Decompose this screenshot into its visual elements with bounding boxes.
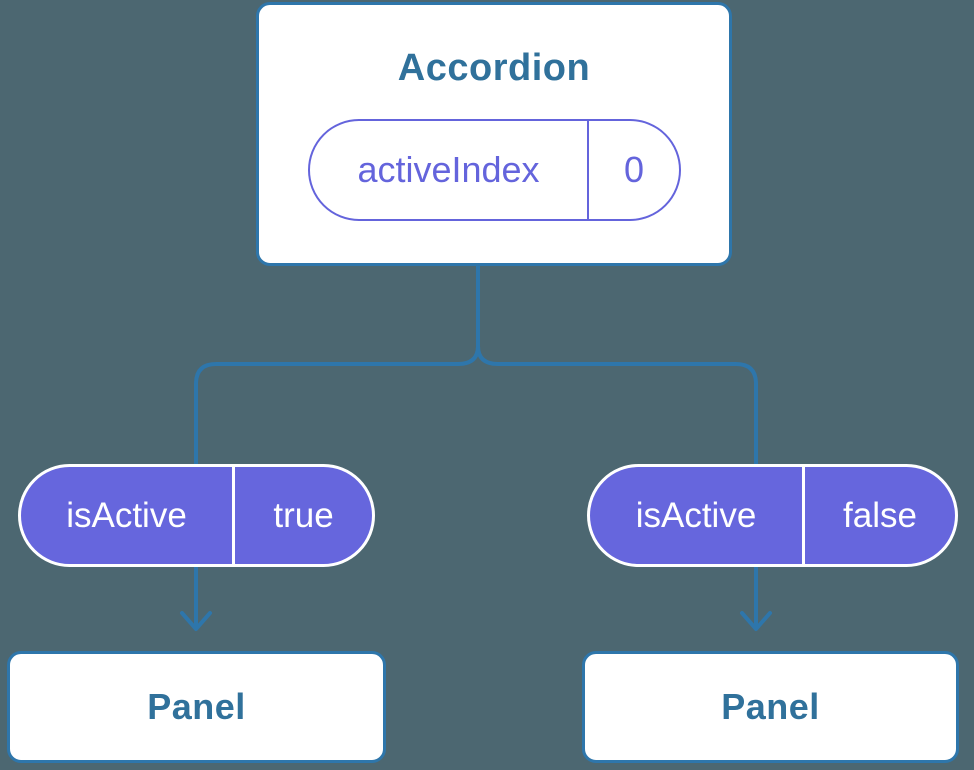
prop-pill-isactive-left: isActive true — [18, 464, 375, 567]
panel-title: Panel — [721, 686, 820, 727]
panel-title: Panel — [147, 686, 246, 727]
down-arrow-left-icon — [180, 611, 212, 631]
prop-pill-value: false — [802, 467, 955, 564]
connector-branch-left — [194, 264, 480, 630]
prop-pill-label: isActive — [66, 495, 187, 535]
down-arrow-right-icon — [740, 611, 772, 631]
accordion-component-card: Accordion activeIndex 0 — [256, 2, 732, 266]
panel-component-card-left: Panel — [7, 651, 386, 763]
state-pill-label: activeIndex — [357, 149, 540, 190]
connector-branch-right — [476, 264, 758, 630]
accordion-title: Accordion — [397, 47, 591, 89]
prop-pill-value: true — [232, 467, 372, 564]
prop-pill-label: isActive — [635, 495, 757, 535]
panel-component-card-right: Panel — [582, 651, 959, 763]
prop-pill-isactive-right: isActive false — [587, 464, 958, 567]
state-pill-value: 0 — [587, 121, 679, 219]
state-pill-activeindex: activeIndex 0 — [308, 119, 681, 221]
